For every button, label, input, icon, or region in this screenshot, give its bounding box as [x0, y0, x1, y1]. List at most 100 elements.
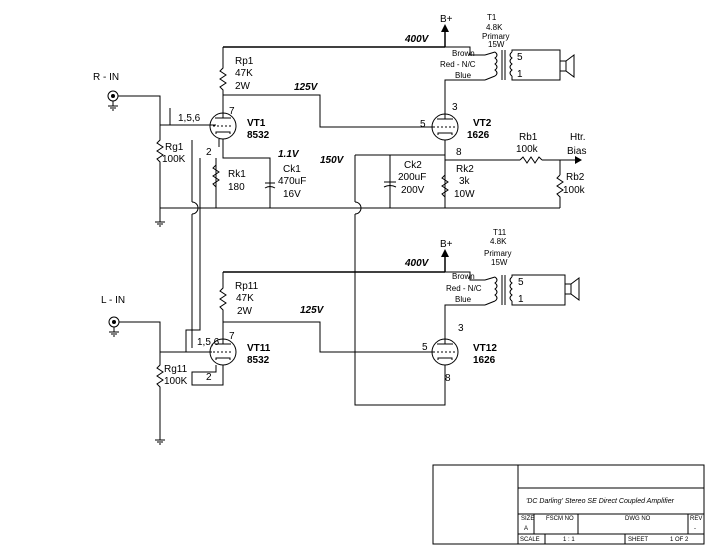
t1-lead-brown: Brown [452, 49, 475, 58]
rk1-value: 180 [228, 182, 245, 193]
ck2-label: Ck2 [404, 160, 422, 171]
rb1-value: 100k [516, 144, 539, 155]
vt2-grid-pin: 5 [420, 119, 426, 130]
vt1-grid-pins: 1,5,6 [178, 113, 201, 124]
t11-name: T11 [493, 228, 507, 237]
vt1-name: VT1 [247, 118, 266, 129]
t11-lead-brown: Brown [452, 272, 475, 281]
t11-watt: 15W [491, 258, 508, 267]
rk2-watt: 10W [454, 189, 475, 200]
vt2-type: 1626 [467, 130, 490, 141]
b-plus-1: B+ [440, 14, 453, 25]
ck2-volt: 200V [401, 185, 425, 196]
rp1-watt: 2W [235, 81, 251, 92]
l-in-label: L - IN [101, 295, 125, 306]
r-in-label: R - IN [93, 72, 119, 83]
ck1-capacitor [264, 182, 276, 189]
vt11-type: 8532 [247, 355, 270, 366]
vt2-plate-pin: 3 [452, 102, 458, 113]
ck1-label: Ck1 [283, 164, 301, 175]
b-plus-2: B+ [440, 239, 453, 250]
rev-value: - [694, 526, 696, 532]
rg1-label: Rg1 [165, 142, 184, 153]
title-block-title: 'DC Darling' Stereo SE Direct Coupled Am… [526, 498, 675, 505]
t1-transformer [484, 49, 575, 81]
channel-r: R - IN Rg1 100K 1,5,6 7 2 VT1 8532 [93, 13, 586, 227]
rp11-value: 47K [236, 293, 254, 304]
rg11-label: Rg11 [164, 364, 188, 375]
title-block: 'DC Darling' Stereo SE Direct Coupled Am… [432, 464, 705, 545]
rk1-label: Rk1 [228, 169, 246, 180]
sheet-label: SHEET [628, 537, 648, 543]
rg1-resistor [156, 125, 164, 210]
t11-sec-1: 1 [518, 294, 524, 305]
rp1-resistor [219, 47, 227, 113]
channel-l: L - IN Rg11 100K 1,5,6 7 2 VT11 8532 Rp1… [101, 228, 580, 445]
ck1-volt: 16V [283, 189, 301, 200]
vt2-tube [431, 113, 459, 155]
v400-label-1: 400V [404, 34, 430, 45]
fscm-label: FSCM NO [546, 516, 574, 522]
vt1-tube [209, 112, 237, 150]
rk2-value: 3k [459, 176, 471, 187]
t11-sec-5: 5 [518, 277, 524, 288]
rb1-label: Rb1 [519, 132, 538, 143]
rp11-label: Rp11 [235, 281, 259, 292]
rp11-resistor [219, 272, 227, 339]
vt12-plate-pin: 3 [458, 323, 464, 334]
vt1-cath-pin: 2 [206, 147, 212, 158]
t11-imp: 4.8K [490, 237, 507, 246]
t1-sec-1: 1 [517, 69, 523, 80]
rb2-label: Rb2 [566, 172, 585, 183]
v1-1-label: 1.1V [278, 149, 300, 160]
v125-label-1: 125V [294, 82, 319, 93]
t1-lead-red: Red - N/C [440, 60, 476, 69]
v125-label-2: 125V [300, 305, 325, 316]
l-in-jack [108, 316, 120, 337]
t1-primary: Primary [482, 32, 510, 41]
scale-label: SCALE [520, 537, 540, 543]
vt1-plate-pin: 7 [229, 106, 235, 117]
t1-imp: 4.8K [486, 23, 503, 32]
ck2-capacitor [383, 181, 397, 188]
vt12-tube [431, 338, 459, 375]
vt2-cath-pin: 8 [456, 147, 462, 158]
vt12-type: 1626 [473, 355, 496, 366]
t1-lead-blue: Blue [455, 71, 472, 80]
size-label: SIZE [521, 516, 534, 522]
t11-transformer [484, 274, 580, 306]
vt11-plate-pin: 7 [229, 331, 235, 342]
rk2-resistor [441, 174, 449, 198]
t11-lead-blue: Blue [455, 295, 472, 304]
vt2-name: VT2 [473, 118, 492, 129]
rev-label: REV [690, 516, 702, 522]
rg11-resistor [156, 352, 164, 440]
rp11-watt: 2W [237, 306, 253, 317]
dwg-label: DWG NO [625, 516, 651, 522]
htr-label: Htr. [570, 132, 586, 143]
v150-label: 150V [320, 155, 345, 166]
rp1-value: 47K [235, 68, 253, 79]
rb2-resistor [556, 174, 564, 208]
vt11-cath-pin: 2 [206, 372, 212, 383]
rp1-label: Rp1 [235, 56, 254, 67]
sheet-value: 1 OF 2 [670, 537, 689, 543]
vt1-type: 8532 [247, 130, 270, 141]
v400-label-2: 400V [404, 258, 430, 269]
r-in-jack [107, 90, 119, 111]
t11-lead-red: Red - N/C [446, 284, 482, 293]
ck1-value: 470uF [278, 176, 306, 187]
t1-watt: 15W [488, 40, 505, 49]
vt12-grid-pin: 5 [422, 342, 428, 353]
t11-primary: Primary [484, 249, 512, 258]
t1-sec-5: 5 [517, 52, 523, 63]
size-value: A [524, 526, 528, 532]
vt11-name: VT11 [247, 343, 271, 354]
bias-label: Bias [567, 146, 586, 157]
rk1-resistor [212, 164, 220, 188]
vt12-cath-pin: 8 [445, 373, 451, 384]
vt12-name: VT12 [473, 343, 497, 354]
ck2-value: 200uF [398, 172, 426, 183]
t1-name: T1 [487, 13, 497, 22]
